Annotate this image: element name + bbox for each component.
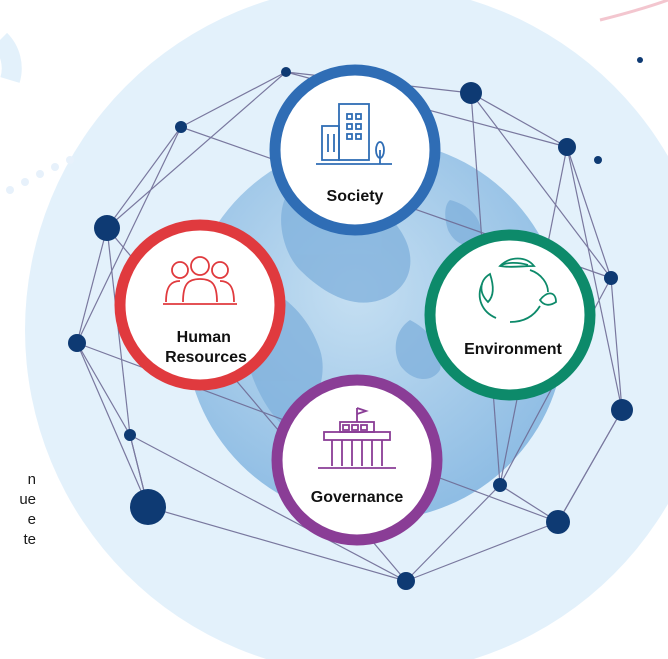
network-node: [124, 429, 136, 441]
network-node: [397, 572, 415, 590]
network-line: [566, 146, 612, 279]
network-line: [470, 92, 568, 148]
network-node: [175, 121, 187, 133]
network-node: [637, 57, 643, 63]
network-line: [76, 126, 182, 344]
pillar-society[interactable]: Society: [269, 64, 441, 236]
partial-body-text: n ue e te: [0, 470, 40, 550]
network-line: [557, 409, 623, 523]
network-node: [68, 334, 86, 352]
network-line: [405, 484, 501, 582]
network-node: [281, 67, 291, 77]
decor-swoosh: [599, 0, 668, 22]
network-node: [604, 271, 618, 285]
partial-text-line: e: [27, 511, 36, 528]
pillar-label-society: Society: [327, 188, 384, 205]
network-node: [493, 478, 507, 492]
network-line: [610, 277, 623, 411]
network-line: [76, 227, 108, 344]
network-line: [566, 146, 623, 411]
pillar-environment[interactable]: Environment: [424, 229, 596, 401]
network-line: [405, 521, 559, 582]
network-node: [611, 399, 633, 421]
pillar-label-governance: Governance: [311, 489, 404, 506]
decor-dots: [6, 156, 74, 194]
pillar-human-resources[interactable]: Human Resources: [114, 219, 286, 391]
network-line: [106, 71, 287, 229]
top-left-arc: [0, 32, 22, 83]
government-building-icon: [318, 407, 396, 469]
network-line: [76, 342, 149, 508]
pillar-governance[interactable]: Governance: [271, 374, 443, 546]
network-line: [106, 227, 131, 436]
network-node: [546, 510, 570, 534]
people-icon: [163, 256, 237, 305]
network-node: [558, 138, 576, 156]
network-nodes: [68, 57, 643, 590]
network-line: [76, 342, 131, 436]
partial-text-line: ue: [19, 491, 36, 508]
partial-text-line: te: [23, 531, 36, 548]
network-line: [180, 71, 287, 128]
network-line: [106, 126, 182, 229]
network-node: [594, 156, 602, 164]
network-node: [460, 82, 482, 104]
partial-text-line: n: [27, 471, 36, 488]
building-icon: [316, 103, 392, 165]
network-line: [147, 506, 407, 582]
recycle-leaves-icon: [478, 257, 557, 323]
pillar-label-environment: Environment: [464, 341, 562, 358]
network-node: [94, 215, 120, 241]
network-node: [130, 489, 166, 525]
pillar-label-human-resources: Human Resources: [165, 329, 247, 366]
network-line: [129, 434, 407, 582]
